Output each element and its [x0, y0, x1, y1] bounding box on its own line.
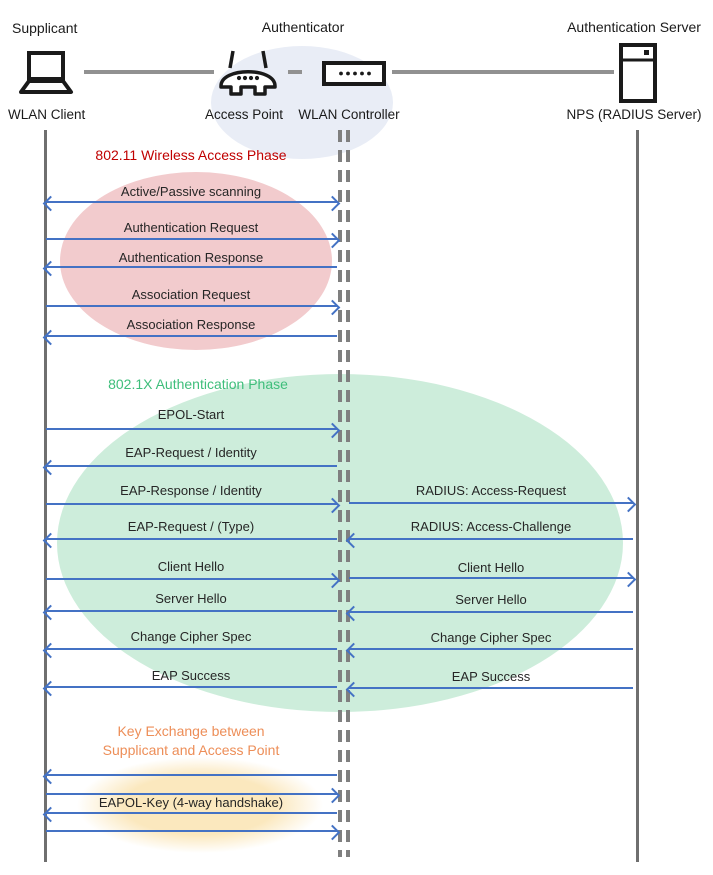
- message-label: Change Cipher Spec: [130, 629, 252, 644]
- message-label: Client Hello: [457, 560, 525, 575]
- message-arrow: [46, 812, 337, 814]
- message-arrow: [46, 503, 337, 505]
- message-arrow: [46, 538, 337, 540]
- message-arrow: [46, 578, 337, 580]
- phase-title-key-exchange-line2: Supplicant and Access Point: [102, 742, 280, 758]
- laptop-icon: [19, 51, 73, 94]
- device-label-nps-radius-server: NPS (RADIUS Server): [566, 107, 702, 122]
- phase-title-key-exchange: Key Exchange between Supplicant and Acce…: [103, 722, 280, 760]
- message-label: Active/Passive scanning: [120, 184, 262, 199]
- message-label: Server Hello: [155, 591, 227, 606]
- message-arrow: [46, 830, 337, 832]
- phase-title-dot1x-authentication: 802.1X Authentication Phase: [108, 376, 288, 392]
- lifeline-wlan-controller-inner: [346, 130, 350, 857]
- message-arrow: [46, 266, 337, 268]
- message-label: Change Cipher Spec: [430, 630, 552, 645]
- message-arrow: [46, 774, 337, 776]
- device-label-wlan-controller: WLAN Controller: [298, 107, 400, 122]
- phase-title-key-exchange-line1: Key Exchange between: [117, 723, 265, 739]
- device-label-access-point: Access Point: [204, 107, 284, 122]
- device-label-wlan-client: WLAN Client: [8, 107, 86, 122]
- message-label: EAP-Request / (Type): [127, 519, 255, 534]
- message-arrow: [46, 335, 337, 337]
- access-point-icon: [219, 50, 277, 96]
- message-label: Association Request: [131, 287, 251, 302]
- wlan-controller-icon: [322, 61, 386, 86]
- message-label: RADIUS: Access-Request: [415, 483, 567, 498]
- message-arrow: [46, 238, 337, 240]
- message-label: Client Hello: [157, 559, 225, 574]
- message-arrow: [349, 577, 633, 579]
- message-label: EAP Success: [451, 669, 531, 684]
- message-label: EAP-Request / Identity: [125, 445, 257, 460]
- lifeline-wlan-controller-outer: [338, 130, 342, 857]
- server-icon: [619, 43, 657, 103]
- message-label: Server Hello: [455, 592, 527, 607]
- phase-title-wireless-access: 802.11 Wireless Access Phase: [95, 147, 287, 163]
- connector-ap-controller: [288, 70, 302, 74]
- key-exchange-phase-ellipse: [77, 757, 323, 853]
- message-label: Authentication Response: [118, 250, 264, 265]
- message-label: RADIUS: Access-Challenge: [410, 519, 572, 534]
- lifeline-radius-server: [636, 130, 639, 862]
- connector-controller-server: [392, 70, 614, 74]
- message-label: Association Response: [126, 317, 256, 332]
- message-arrow: [46, 648, 337, 650]
- role-authenticator: Authenticator: [261, 19, 345, 35]
- message-arrow: [46, 428, 337, 430]
- message-arrow: [46, 305, 337, 307]
- message-arrow: [46, 793, 337, 795]
- message-arrow: [46, 610, 337, 612]
- message-arrow: [349, 611, 633, 613]
- role-authentication-server: Authentication Server: [567, 19, 701, 35]
- role-supplicant: Supplicant: [12, 20, 78, 36]
- lifeline-wlan-client: [44, 130, 47, 862]
- message-arrow: [46, 465, 337, 467]
- message-label: EAP Success: [151, 668, 231, 683]
- message-arrow: [46, 686, 337, 688]
- message-arrow: [349, 502, 633, 504]
- connector-client-ap: [84, 70, 214, 74]
- message-label: EAPOL-Key (4-way handshake): [98, 795, 284, 810]
- message-label: EAP-Response / Identity: [120, 483, 262, 498]
- message-arrow: [349, 648, 633, 650]
- message-label: Authentication Request: [123, 220, 259, 235]
- message-arrow: [349, 687, 633, 689]
- message-arrow: [46, 201, 337, 203]
- message-label: EPOL-Start: [157, 407, 225, 422]
- message-arrow: [349, 538, 633, 540]
